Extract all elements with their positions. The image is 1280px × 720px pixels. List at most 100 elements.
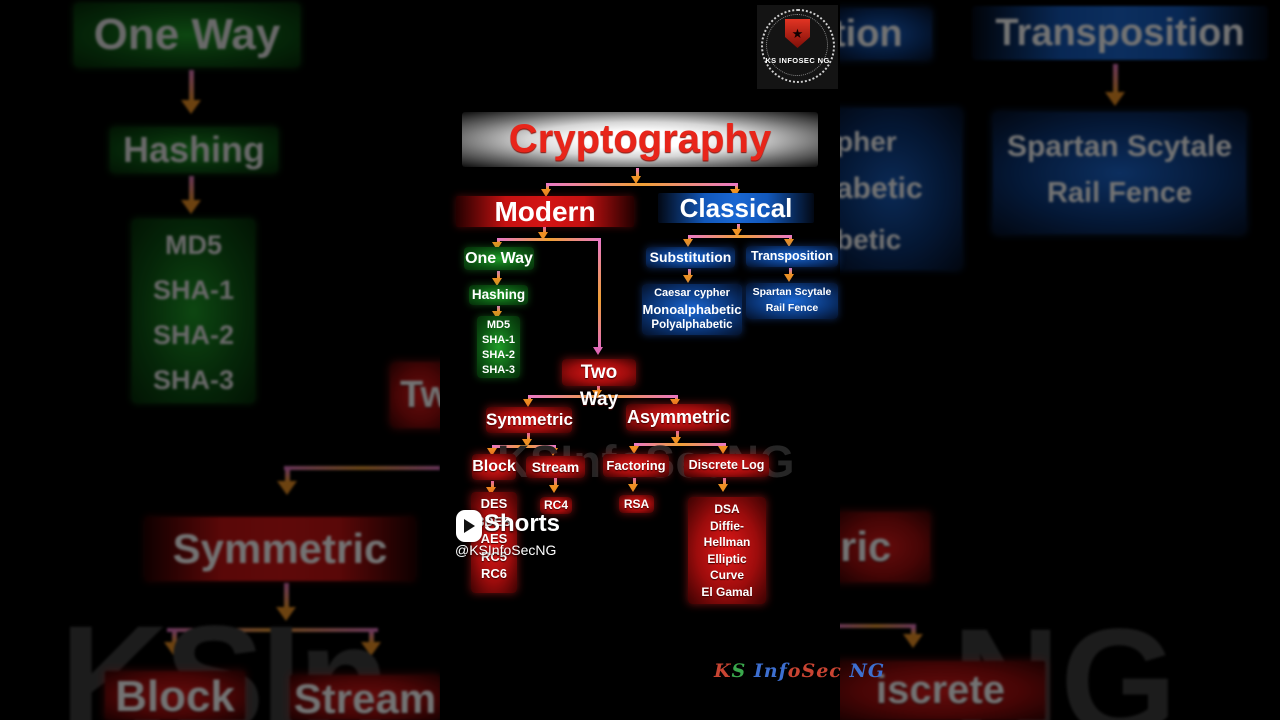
connector [634, 443, 726, 446]
discrete-log-item: Hellman [703, 535, 751, 549]
bg-asymmetric-tail: ric [836, 512, 930, 582]
arrow-icon [784, 239, 794, 247]
bg-connector [369, 631, 374, 643]
arrow-icon [487, 448, 497, 456]
transposition-node: Transposition [746, 246, 838, 267]
connector [546, 185, 549, 189]
play-icon [463, 519, 475, 533]
hash-algos-box: MD5 SHA-1 SHA-2 SHA-3 [477, 316, 520, 378]
transposition-item: Rail Fence [765, 301, 819, 314]
bg-transposition-items-box: Spartan Scytale Rail Fence [993, 112, 1246, 234]
logo-ring-icon [761, 9, 835, 83]
bg-connector [1113, 64, 1118, 94]
connector [491, 481, 494, 488]
bg-arrow-icon [276, 607, 296, 621]
arrow-icon [732, 229, 742, 237]
block-item: AES [480, 531, 508, 546]
one-way-node: One Way [464, 247, 534, 270]
substitution-items-box: Caesar cypher Monoalphabetic Polyalphabe… [642, 284, 742, 335]
shorts-label: Shorts [484, 510, 561, 537]
logo-ring-icon [766, 14, 828, 76]
arrow-icon [683, 275, 693, 283]
channel-logo: ★ KS INFOSEC NG [757, 5, 838, 89]
bg-arrow-icon [903, 634, 923, 648]
bg-item: Spartan Scytale [1006, 130, 1233, 163]
bg-block-node: Block [105, 671, 245, 720]
bg-item: Rail Fence [1046, 177, 1193, 209]
connector [497, 271, 500, 279]
factoring-item-rsa: RSA [619, 495, 654, 513]
connector [497, 240, 500, 243]
hash-algo: SHA-2 [481, 349, 515, 361]
connector [527, 433, 530, 440]
connector [688, 235, 792, 238]
connector [546, 183, 738, 186]
bg-hash-algos-box: MD5 SHA-1 SHA-2 SHA-3 [132, 219, 255, 403]
arrow-icon [670, 399, 680, 407]
bg-hashing-node: Hashing [110, 127, 278, 173]
signature-text: KS InfoSec NG [714, 660, 886, 682]
arrow-icon [592, 390, 602, 398]
connector [597, 386, 600, 391]
connector-two-way-line [598, 240, 601, 348]
transposition-items-box: Spartan Scytale Rail Fence [746, 283, 838, 319]
bg-connector [284, 583, 289, 609]
connector [676, 431, 679, 438]
bg-hash-algo: SHA-3 [152, 365, 234, 395]
discrete-log-item: DSA [714, 502, 740, 516]
connector [737, 224, 740, 230]
bg-stream-node: Stream [290, 675, 440, 720]
stream-node: Stream [526, 456, 585, 478]
block-item: DES [480, 496, 508, 511]
bg-connector [284, 466, 440, 470]
bg-poly-tail: betic [836, 224, 902, 255]
block-item: RC5 [480, 548, 507, 564]
hashing-node: Hashing [469, 285, 528, 305]
bg-transposition-node: Transposition [972, 6, 1268, 60]
bg-discrete-log-tail: iscrete Log [836, 661, 1045, 720]
bg-arrow-icon [181, 100, 201, 114]
arrow-icon [538, 232, 548, 240]
substitution-item: Caesar cypher [654, 287, 730, 299]
bg-hash-algo: MD5 [164, 230, 222, 260]
connector [497, 306, 500, 312]
arrow-icon [683, 239, 693, 247]
channel-handle: @KSInfoSecNG [455, 542, 557, 558]
bg-hash-algo: SHA-2 [152, 320, 234, 350]
discrete-log-item: El Gamal [701, 584, 753, 599]
discrete-log-item: Elliptic [707, 551, 747, 566]
factoring-node: Factoring [603, 454, 669, 477]
substitution-item: Polyalphabetic [651, 319, 733, 331]
arrow-icon [548, 448, 558, 456]
substitution-item: Monoalphabetic [642, 302, 742, 317]
bg-symmetric-node: Symmetric [145, 517, 415, 581]
discrete-log-item: Diffie- [710, 518, 744, 533]
bg-one-way-node: One Way [74, 3, 300, 67]
connector [543, 227, 546, 233]
connector [723, 478, 726, 485]
arrow-icon [541, 189, 551, 197]
connector [675, 397, 678, 400]
arrow-icon [522, 439, 532, 447]
shorts-logo-icon [456, 510, 482, 542]
arrow-icon [492, 278, 502, 286]
bg-connector [285, 469, 290, 482]
bg-substitution-tail: tion [833, 8, 932, 60]
title-banner: Cryptography [462, 112, 818, 167]
arrow-icon [629, 446, 639, 454]
arrow-icon [549, 485, 559, 493]
bg-connector [189, 70, 194, 102]
hash-algo: SHA-1 [481, 334, 515, 346]
arrow-icon [631, 176, 641, 184]
connector [528, 395, 678, 398]
block-items-box: DES 3DES AES RC5 RC6 [471, 492, 517, 593]
connector [497, 238, 601, 241]
connector [688, 269, 691, 276]
classical-node: Classical [658, 193, 814, 223]
connector [492, 445, 556, 448]
discrete-log-item: Curve [709, 568, 744, 582]
arrow-icon [486, 487, 496, 495]
two-way-node: Two Way [562, 359, 636, 410]
